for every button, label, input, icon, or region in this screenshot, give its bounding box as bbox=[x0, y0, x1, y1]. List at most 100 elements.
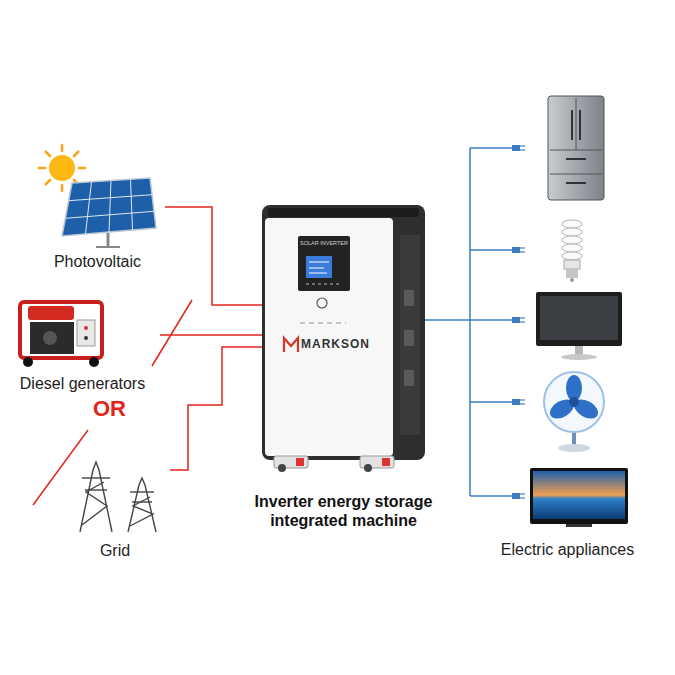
selector-slash bbox=[33, 430, 88, 505]
fridge-icon bbox=[550, 174, 602, 175]
monitor-icon bbox=[561, 354, 597, 360]
tv-icon bbox=[566, 524, 592, 527]
selector-slash bbox=[33, 300, 192, 505]
inverter-housing bbox=[382, 458, 390, 466]
transmission-tower-icon bbox=[80, 462, 112, 532]
plug-icon bbox=[520, 493, 525, 494]
fridge-icon bbox=[579, 110, 581, 140]
fan-icon bbox=[572, 432, 576, 446]
diesel-generator-icon bbox=[89, 357, 99, 367]
fridge-icon bbox=[571, 110, 573, 140]
solar-panel-icon bbox=[107, 233, 110, 246]
inverter-housing bbox=[262, 205, 425, 460]
diesel-generator-icon bbox=[84, 326, 88, 330]
source-label: Grid bbox=[100, 541, 130, 560]
sun-rays bbox=[79, 167, 85, 170]
plug-icon bbox=[512, 145, 520, 151]
transmission-tower-icon bbox=[130, 497, 153, 526]
solar-panel-icon bbox=[96, 246, 120, 248]
tv-icon bbox=[533, 471, 625, 519]
transmission-tower-icon bbox=[82, 477, 110, 478]
appliance-bus bbox=[470, 147, 512, 149]
bulb-icon bbox=[570, 278, 574, 282]
bulb-icon bbox=[562, 220, 582, 282]
solar-panel-icon bbox=[62, 178, 156, 236]
diesel-generator-icon bbox=[30, 322, 74, 354]
inverter-housing bbox=[309, 268, 324, 269]
fridge-icon bbox=[566, 158, 586, 160]
plug-icon bbox=[520, 321, 525, 322]
inverter-housing bbox=[268, 208, 419, 217]
inverter-housing bbox=[265, 218, 393, 456]
plug-icon bbox=[512, 399, 520, 405]
diesel-generator-icon bbox=[23, 357, 33, 367]
bulb-icon bbox=[562, 252, 582, 260]
appliance-bus bbox=[470, 319, 512, 321]
inverter-housing bbox=[284, 338, 298, 352]
transmission-tower-icon bbox=[128, 478, 156, 532]
sun-rays bbox=[61, 185, 64, 191]
transmission-tower-icon bbox=[130, 491, 154, 492]
diesel-generator-icon bbox=[20, 302, 102, 367]
plug-icon bbox=[512, 317, 520, 323]
panel-grid bbox=[65, 179, 154, 234]
plug-icon bbox=[520, 247, 525, 248]
diesel-generator-icon bbox=[28, 306, 74, 320]
inverter-housing bbox=[404, 370, 414, 386]
monitor-icon bbox=[540, 296, 618, 340]
sun-disc bbox=[49, 155, 75, 181]
sun-rays bbox=[61, 145, 64, 151]
source-node: Photovoltaic bbox=[30, 150, 165, 275]
transmission-tower-icon bbox=[82, 482, 107, 525]
appliance-bus bbox=[470, 249, 512, 251]
appliance-bus bbox=[469, 148, 471, 496]
product-caption: Inverter energy storage integrated machi… bbox=[234, 492, 453, 530]
input-line bbox=[165, 207, 262, 305]
bulb-icon bbox=[566, 269, 578, 278]
inverter-unit: SOLAR INVERTERMARKSONInverter energy sto… bbox=[262, 205, 425, 460]
sun-rays bbox=[46, 152, 50, 156]
fridge-icon bbox=[548, 96, 604, 200]
solar-panel-icon bbox=[62, 178, 156, 247]
bulb-icon bbox=[562, 244, 582, 252]
appliance-group: Electric appliances bbox=[470, 95, 665, 565]
plug-icon bbox=[512, 145, 525, 499]
diesel-generator-icon bbox=[43, 331, 57, 345]
plug-icon bbox=[520, 149, 525, 150]
fridge-icon bbox=[576, 98, 577, 150]
input-line bbox=[160, 334, 262, 336]
fan-icon bbox=[569, 397, 579, 407]
fridge-icon bbox=[566, 182, 586, 184]
selector-slash bbox=[152, 300, 192, 366]
inverter-housing bbox=[309, 262, 329, 263]
sun-rays bbox=[46, 180, 50, 184]
inverter-housing bbox=[400, 235, 420, 435]
inverter-housing bbox=[364, 464, 372, 472]
sun-rays bbox=[39, 167, 45, 170]
inverter-housing bbox=[262, 205, 425, 472]
monitor-icon bbox=[536, 292, 622, 346]
plug-icon bbox=[512, 493, 520, 499]
panel-grid bbox=[86, 182, 92, 234]
group-label: Electric appliances bbox=[501, 540, 634, 559]
panel-grid bbox=[69, 195, 152, 201]
monitor-icon bbox=[536, 292, 622, 360]
source-label: Diesel generators bbox=[20, 374, 145, 393]
fridge-icon bbox=[550, 150, 602, 151]
bulb-icon bbox=[564, 260, 580, 269]
source-node: Grid bbox=[60, 450, 170, 560]
inverter-housing bbox=[278, 464, 286, 472]
connector-group bbox=[160, 207, 470, 470]
inverter-housing bbox=[298, 236, 350, 291]
bulb-icon bbox=[562, 236, 582, 244]
plug-icon bbox=[520, 145, 525, 146]
fan-icon bbox=[558, 444, 590, 452]
appliance-bus bbox=[470, 401, 512, 403]
source-node: Diesel generators bbox=[5, 300, 160, 395]
sun-rays bbox=[74, 152, 78, 156]
choice-word: OR bbox=[93, 396, 126, 422]
input-line bbox=[170, 347, 262, 470]
inverter-housing bbox=[300, 322, 346, 324]
monitor-icon bbox=[575, 346, 583, 355]
